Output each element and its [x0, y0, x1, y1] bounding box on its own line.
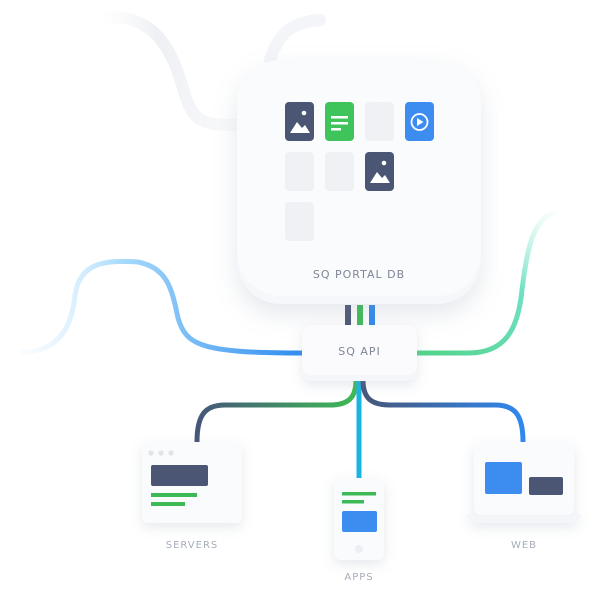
apps-label: APPS	[344, 572, 374, 583]
db-label: SQ PORTAL DB	[312, 268, 406, 281]
laptop-device	[466, 443, 582, 523]
decorative-line-top-right	[264, 14, 326, 66]
phone-home-button	[355, 545, 363, 553]
image-icon	[290, 110, 310, 133]
servers-label: SERVERS	[165, 540, 219, 551]
laptop-block-blue	[485, 462, 522, 494]
phone-line-green	[342, 500, 364, 504]
connector-db-green	[357, 305, 363, 327]
window-dot	[148, 450, 154, 456]
connector-db-blue	[369, 305, 375, 327]
connector-db-navy	[345, 305, 351, 327]
image-icon	[370, 160, 390, 183]
window-dot	[158, 450, 164, 456]
empty-tile	[325, 152, 354, 191]
document-tile	[325, 102, 354, 141]
play-icon	[410, 113, 429, 131]
connector-servers	[194, 379, 359, 443]
api-label: SQ API	[338, 345, 381, 358]
server-bar-navy	[151, 465, 208, 486]
empty-tile	[285, 152, 314, 191]
laptop-block-navy	[529, 477, 563, 495]
connector-left	[19, 258, 305, 356]
image-tile	[285, 102, 314, 141]
document-icon	[331, 116, 348, 131]
phone-line-green	[342, 492, 376, 496]
server-line-green	[151, 493, 197, 497]
web-label: WEB	[510, 540, 538, 551]
video-tile	[405, 102, 434, 141]
connector-right	[414, 209, 558, 356]
empty-tile	[365, 102, 394, 141]
image-tile	[365, 152, 394, 191]
connector-web	[360, 379, 526, 443]
empty-tile	[285, 202, 314, 241]
window-dot	[168, 450, 174, 456]
phone-screen-blue	[342, 511, 377, 532]
server-line-green	[151, 502, 185, 506]
decorative-line-top	[94, 11, 251, 131]
